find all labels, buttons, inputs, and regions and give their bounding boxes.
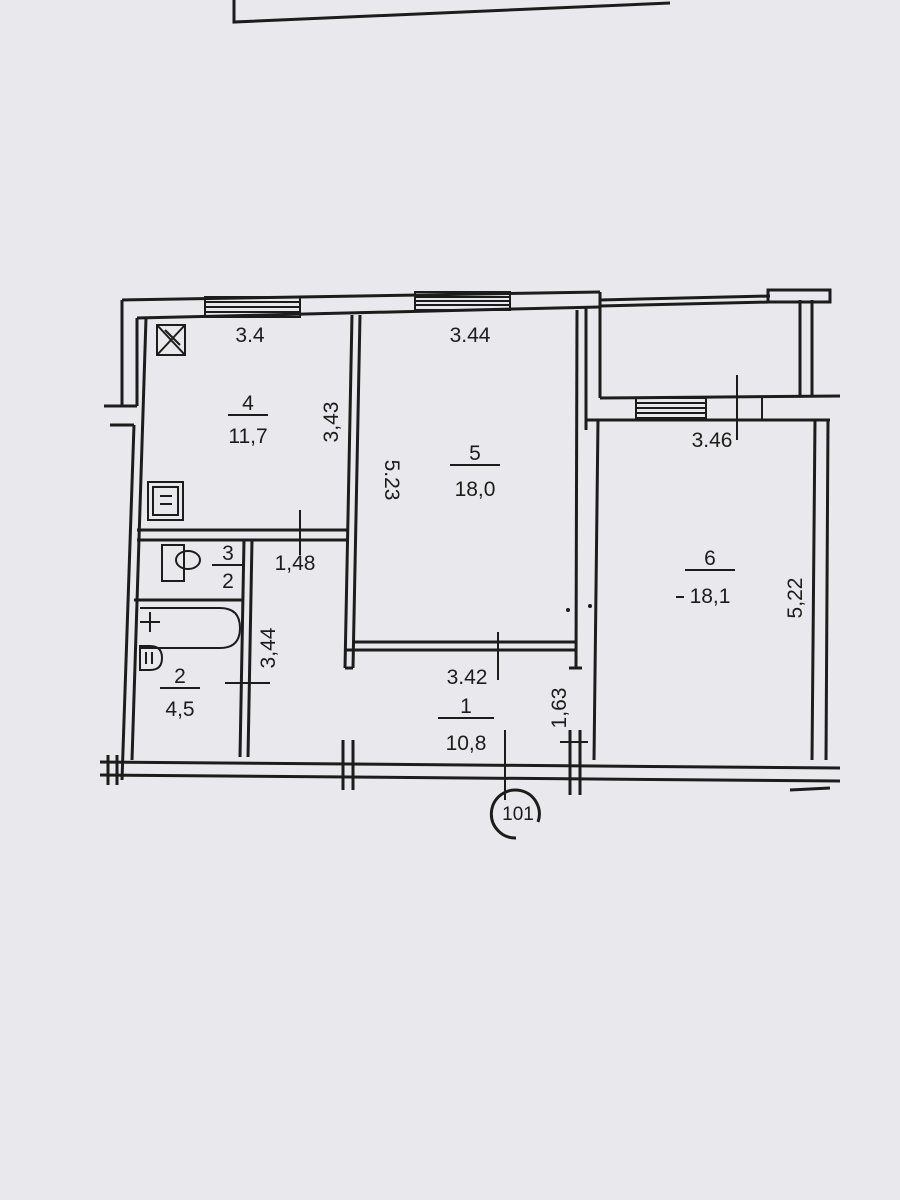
windows xyxy=(204,291,763,420)
room-4-number: 4 xyxy=(242,392,254,415)
room-1-number: 1 xyxy=(460,695,472,718)
room-5-width-label: 3.44 xyxy=(450,324,491,347)
room-2: 2 4,5 xyxy=(160,665,200,721)
toilet-width-label: 1,48 xyxy=(275,552,316,575)
room-5: 5 18,0 xyxy=(450,442,500,501)
top-box-fragment xyxy=(232,0,671,24)
bath-depth-label: 3,44 xyxy=(257,627,280,668)
door-dots xyxy=(566,604,592,612)
room-2-number: 2 xyxy=(174,665,186,688)
room-5-depth-label: 5.23 xyxy=(380,460,403,501)
room-6-area: 18,1 xyxy=(690,585,731,608)
room-6-number: 6 xyxy=(704,547,716,570)
bathtub-icon xyxy=(140,607,242,649)
room-4: 4 11,7 xyxy=(228,392,268,448)
dimension-labels: 3.4 3,43 3.44 5.23 3.42 3.46 5,22 1,48 3… xyxy=(235,324,807,728)
room-6: 6 18,1 xyxy=(676,547,735,608)
stove-icon xyxy=(147,481,184,521)
room-3: 3 2 xyxy=(212,542,244,593)
room-3-number: 3 xyxy=(222,542,234,565)
room-5-area: 18,0 xyxy=(455,478,496,501)
ventilation-shaft-icon xyxy=(156,324,186,356)
room-5-number: 5 xyxy=(469,442,481,465)
dimension-ticks xyxy=(225,375,738,800)
room-6-depth-label: 5,22 xyxy=(784,578,807,619)
hall-depth-label: 1,63 xyxy=(548,688,571,729)
room-4-depth-label: 3,43 xyxy=(320,402,343,443)
apartment-number-marker: 101 xyxy=(489,788,541,840)
room-5-bottom-label: 3.42 xyxy=(447,666,488,689)
room-2-area: 4,5 xyxy=(165,698,194,721)
room-1: 1 10,8 xyxy=(438,695,494,755)
apartment-number: 101 xyxy=(502,804,534,825)
room-3-area: 2 xyxy=(222,570,234,593)
sink-icon xyxy=(139,645,164,671)
room-1-area: 10,8 xyxy=(446,732,487,755)
interior-walls xyxy=(106,309,600,795)
room-6-width-label: 3.46 xyxy=(692,429,733,452)
room-4-width-label: 3.4 xyxy=(235,324,265,347)
toilet-icon xyxy=(161,544,201,582)
room-4-area: 11,7 xyxy=(228,425,267,448)
